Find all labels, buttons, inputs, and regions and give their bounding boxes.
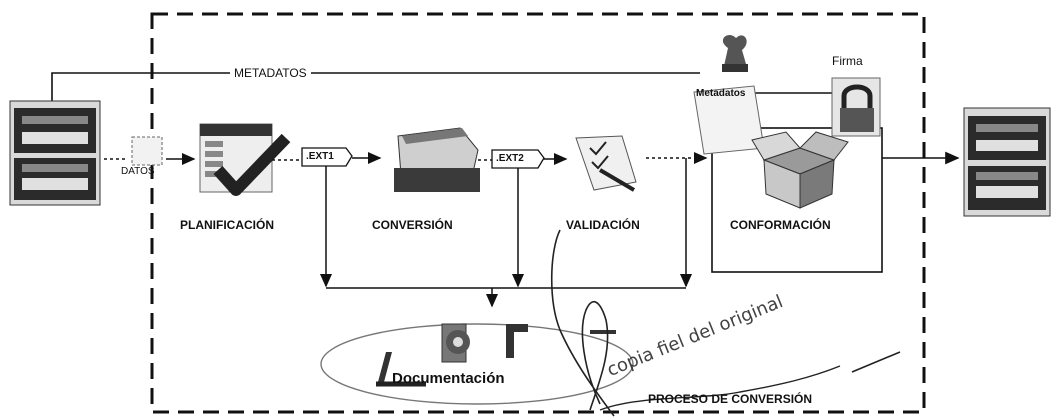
conformation-box: [711, 127, 883, 273]
target-server-icon: [963, 107, 1051, 217]
validacion-label: VALIDACIÓN: [566, 218, 640, 232]
datos-label: DATOS: [121, 166, 155, 177]
validation-checklist-icon: [575, 135, 637, 192]
source-server-icon: [9, 100, 101, 206]
documentacion-label: Documentación: [392, 370, 505, 387]
conformacion-label: CONFORMACIÓN: [730, 218, 831, 232]
signature-scribble: [550, 229, 615, 417]
ext2-connector: [491, 149, 545, 169]
padlock-icon: [831, 77, 881, 137]
ext2-label: .EXT2: [496, 153, 524, 164]
conversion-copier-icon: [394, 127, 480, 192]
ext1-label: .EXT1: [306, 151, 334, 162]
planificacion-label: PLANIFICACIÓN: [180, 218, 274, 232]
metadatos-doc-label: Metadatos: [696, 88, 746, 99]
metadata-flow-line: [51, 72, 700, 108]
documentation-ellipse: [320, 323, 634, 405]
metadata-document-icon: [693, 35, 765, 155]
proceso-conversion-label: PROCESO DE CONVERSIÓN: [648, 392, 813, 406]
firma-label: Firma: [832, 54, 863, 68]
datos-document-icon: [131, 136, 163, 166]
conversion-label: CONVERSIÓN: [372, 218, 453, 232]
ext1-connector: [301, 147, 353, 167]
documentation-tools-icon: [376, 323, 616, 387]
metadatos-top-label: METADATOS: [230, 66, 311, 80]
process-boundary: [150, 12, 926, 414]
planning-checkmark-icon: [199, 123, 291, 196]
open-box-icon: [751, 131, 849, 209]
